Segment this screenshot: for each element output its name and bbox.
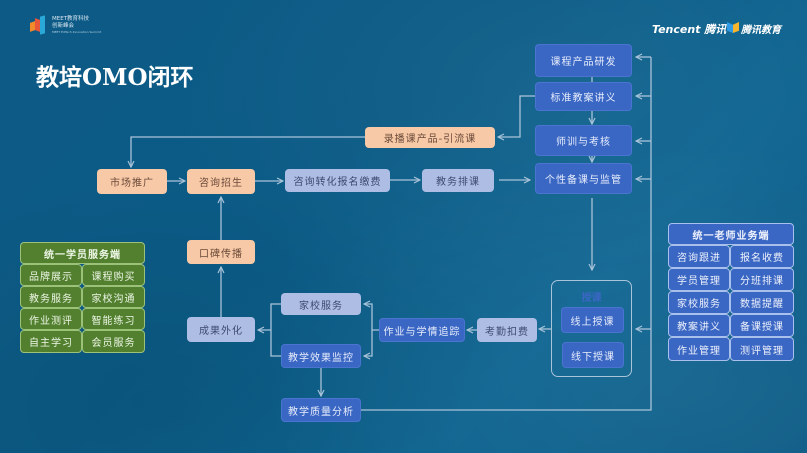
event-logo-line2: 创新峰会 — [52, 23, 75, 29]
student-item-self-study: 自主学习 — [20, 330, 82, 353]
teacher-panel-title: 统一老师业务端 — [668, 223, 794, 245]
arrow-homework-to-monitor — [364, 330, 373, 356]
node-consult-enroll: 咨询招生 — [187, 169, 255, 194]
teaching-group: 授课 — [551, 280, 632, 377]
arrow-homework-split — [364, 304, 379, 331]
node-scheduling: 教务排课 — [422, 169, 494, 192]
teacher-item-enroll-fee: 报名收费 — [730, 245, 794, 268]
event-logo: MEET教育科技 创新峰会 MEET EdTech Innovation Sum… — [30, 15, 102, 35]
student-item-academic-service: 教务服务 — [20, 286, 82, 308]
teacher-item-prep-teach: 备课授课 — [730, 314, 794, 337]
tencent-edu-logo-text: 腾讯教育 — [741, 25, 781, 36]
node-conversion-payment: 咨询转化报名缴费 — [285, 169, 390, 192]
arrow-standard-to-recorded — [498, 95, 535, 137]
teacher-item-consult-followup: 咨询跟进 — [668, 245, 730, 268]
teacher-item-home-school: 家校服务 — [668, 291, 730, 314]
node-standard-lesson: 标准教案讲义 — [535, 82, 632, 111]
arrow-recorded-to-marketing — [131, 136, 365, 167]
page-title: 教培OMO闭环 — [36, 64, 194, 91]
event-logo-line1: MEET教育科技 — [52, 16, 90, 22]
node-personal-prep: 个性备课与监管 — [535, 163, 632, 194]
student-item-homework-eval: 作业测评 — [20, 308, 82, 330]
teacher-item-homework-mgmt: 作业管理 — [668, 337, 730, 361]
teacher-item-student-mgmt: 学员管理 — [668, 268, 730, 291]
node-quality-analysis: 教学质量分析 — [281, 398, 361, 422]
arrow-to-results — [258, 303, 281, 357]
feedback-line-right — [361, 57, 652, 411]
node-product-dev: 课程产品研发 — [535, 44, 632, 77]
teacher-business-panel: 统一老师业务端 咨询跟进 报名收费 学员管理 分班排课 家校服务 数据提醒 教案… — [668, 223, 794, 361]
student-item-home-school: 家校沟通 — [82, 286, 145, 308]
event-logo-tagline: MEET EdTech Innovation Summit — [52, 30, 102, 34]
teacher-item-class-schedule: 分班排课 — [730, 268, 794, 291]
student-item-membership: 会员服务 — [82, 330, 145, 353]
node-effect-monitor: 教学效果监控 — [281, 344, 361, 368]
node-results-showcase: 成果外化 — [187, 317, 255, 342]
student-item-smart-practice: 智能练习 — [82, 308, 145, 330]
tencent-logo: Tencent 腾讯 — [652, 23, 727, 36]
student-item-brand: 品牌展示 — [20, 264, 82, 286]
student-panel-title: 统一学员服务端 — [20, 242, 145, 264]
tencent-edu-logo-icon — [727, 22, 739, 33]
student-service-panel: 统一学员服务端 品牌展示 课程购买 教务服务 家校沟通 作业测评 智能练习 自主… — [20, 242, 145, 353]
teaching-group-title: 授课 — [581, 293, 602, 304]
node-attendance-fee: 考勤扣费 — [477, 318, 537, 342]
node-home-school: 家校服务 — [281, 293, 361, 315]
node-homework-tracking: 作业与学情追踪 — [379, 318, 465, 342]
node-recorded-course: 录播课产品-引流课 — [365, 127, 495, 148]
teacher-item-data-reminder: 数据提醒 — [730, 291, 794, 314]
node-marketing: 市场推广 — [97, 169, 167, 194]
teacher-item-eval-mgmt: 测评管理 — [730, 337, 794, 361]
node-online-teaching: 线上授课 — [561, 307, 624, 333]
student-item-course-purchase: 课程购买 — [82, 264, 145, 286]
node-offline-teaching: 线下授课 — [562, 342, 624, 368]
teacher-item-lesson-plan: 教案讲义 — [668, 314, 730, 337]
node-teacher-training: 师训与考核 — [535, 125, 632, 156]
node-word-of-mouth: 口碑传播 — [187, 240, 255, 264]
